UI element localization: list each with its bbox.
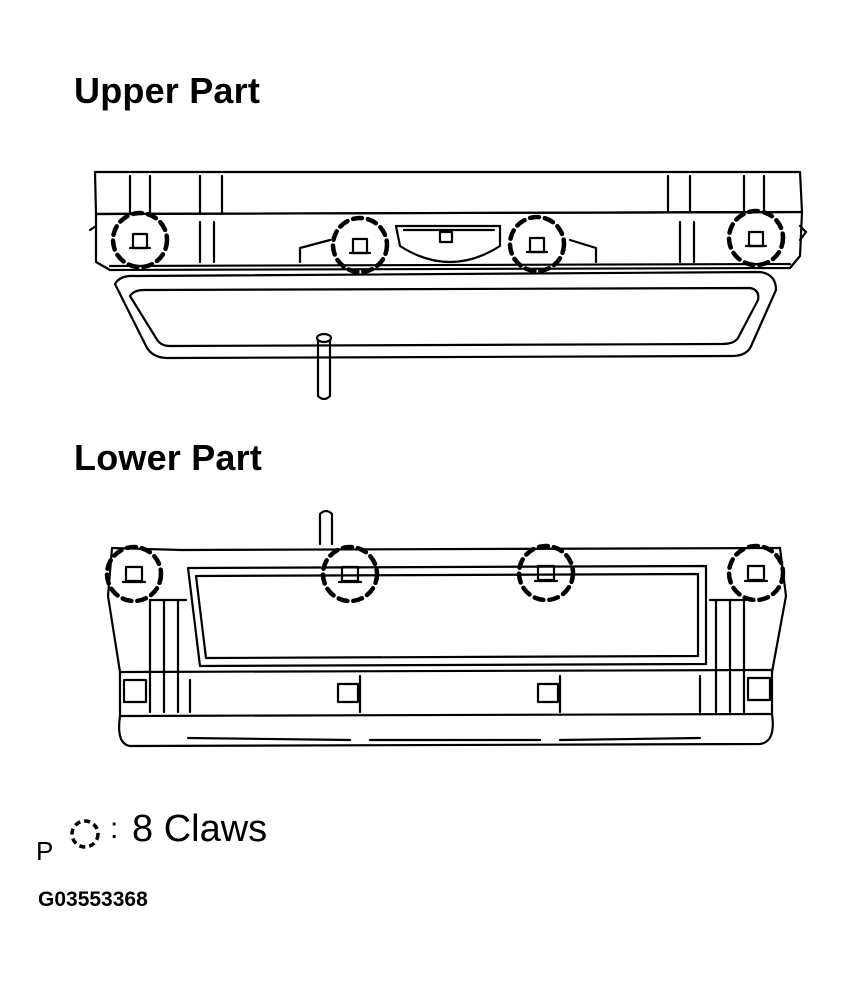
lower-part-title: Lower Part [74,437,263,478]
upper-part-title: Upper Part [74,70,261,111]
legend-prefix: P [36,836,54,866]
dashed-circle-icon [70,819,100,849]
upper-part-assembly [88,170,808,401]
lower-claw-markers [104,543,786,604]
lower-claws [121,564,769,584]
legend-separator: : [110,812,119,845]
upper-claws [128,230,768,255]
lower-tabs [122,676,772,704]
figure-code: G03553368 [38,888,148,911]
lower-part-assembly [104,509,788,748]
legend-label: 8 Claws [132,808,268,850]
upper-claw-markers [110,208,786,275]
